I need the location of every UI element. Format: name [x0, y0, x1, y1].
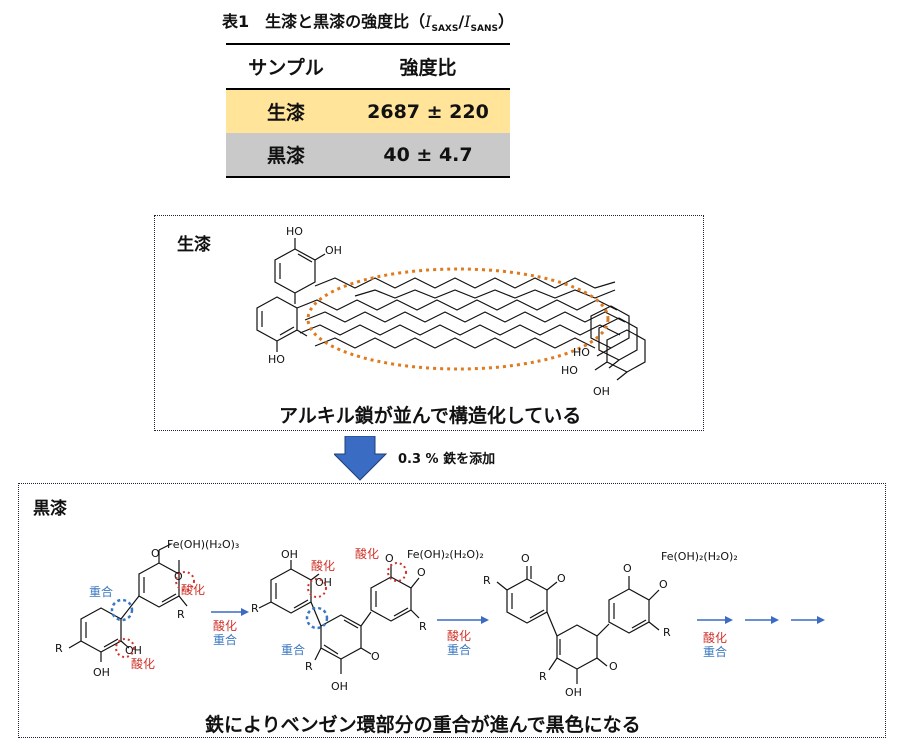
sample-cell: 黒漆: [226, 133, 346, 178]
polymerize-label: 重合: [281, 642, 305, 657]
o-label: O: [609, 660, 618, 673]
polymerization-marker: [110, 598, 134, 622]
oxidize-label: 酸化: [311, 558, 335, 573]
raw-lacquer-title: 生漆: [177, 235, 211, 255]
oxidize-label: 酸化: [355, 546, 379, 561]
o-label: O: [521, 552, 530, 565]
arrowhead-icon: [241, 608, 249, 616]
r-label: R: [539, 670, 547, 683]
molecule-3: [496, 566, 660, 684]
down-arrow-icon: [334, 436, 388, 481]
oh-label: OH: [331, 680, 348, 693]
raw-lacquer-caption: アルキル鎖が並んで構造化している: [279, 405, 582, 427]
arrowhead-icon: [481, 616, 489, 624]
ho-label: HO: [561, 364, 578, 377]
ho-label: HO: [286, 225, 303, 238]
polymerize-label: 重合: [447, 642, 471, 657]
iron-addition-label: 0.3 % 鉄を添加: [398, 452, 496, 467]
ratio-cell: 40 ± 4.7: [346, 133, 510, 178]
fe-complex-label: Fe(OH)₂(H₂O)₂: [407, 548, 484, 561]
oxidize-label: 酸化: [131, 656, 155, 671]
oh-label: OH: [593, 385, 610, 398]
oxidation-marker: [307, 578, 327, 598]
oxidize-label: 酸化: [447, 628, 471, 643]
oxidize-label: 酸化: [703, 630, 727, 645]
polymerization-scheme: Fe(OH)(H₂O)₃ O O R R OH OH 重合 酸化 酸化 酸化 重…: [55, 538, 825, 699]
o-label: O: [371, 650, 380, 663]
oxidation-marker: [387, 562, 407, 582]
r-label: R: [177, 608, 185, 621]
oxidize-label: 酸化: [181, 582, 205, 597]
black-lacquer-caption: 鉄によりベンゼン環部分の重合が進んで黒色になる: [205, 714, 641, 736]
table-caption: 表1 生漆と黒漆の強度比（ISAXS/ISANS）: [222, 12, 514, 35]
oh-label: OH: [565, 686, 582, 699]
oxidation-marker: [175, 571, 195, 591]
benzene-ring: [590, 305, 630, 349]
oxidation-marker: [115, 638, 135, 658]
r-label: R: [55, 642, 63, 655]
o-label: O: [385, 552, 394, 565]
polymerize-label: 重合: [89, 584, 113, 599]
polymerization-marker: [305, 606, 329, 630]
oh-label: OH: [315, 576, 332, 589]
o-label: O: [151, 547, 160, 560]
raw-lacquer-panel: 生漆 HO OH HO: [154, 215, 704, 431]
molecule-1: [68, 543, 188, 662]
table-row: 黒漆 40 ± 4.7: [226, 133, 510, 178]
header-sample: サンプル: [226, 43, 346, 90]
arrowhead-icon: [817, 616, 825, 624]
molecule-2: [258, 560, 420, 674]
oxidize-label: 酸化: [213, 618, 237, 633]
o-label: O: [623, 562, 632, 575]
header-ratio: 強度比: [346, 43, 510, 90]
o-label: O: [659, 578, 668, 591]
black-lacquer-title: 黒漆: [33, 499, 67, 519]
polymerize-label: 重合: [213, 632, 237, 647]
arrowhead-icon: [725, 616, 733, 624]
fe-complex-label: Fe(OH)₂(H₂O)₂: [661, 550, 738, 563]
r-label: R: [305, 660, 313, 673]
benzene-ring: [274, 248, 316, 294]
benzene-ring: [256, 296, 298, 342]
arrowhead-icon: [771, 616, 779, 624]
black-lacquer-panel: 黒漆 Fe(OH)(H₂O)₃ O O R R OH OH 重合 酸化 酸化 酸…: [18, 483, 886, 738]
oh-label: OH: [125, 644, 142, 657]
alignment-ellipse: [306, 267, 610, 371]
o-label: O: [557, 572, 566, 585]
r-label: R: [663, 626, 671, 639]
table-header-row: サンプル 強度比: [226, 43, 510, 90]
oh-label: OH: [93, 666, 110, 679]
o-label: O: [417, 566, 426, 579]
alkyl-chain-structure: HO OH HO HO HO OH: [256, 225, 646, 398]
ratio-cell: 2687 ± 220: [346, 89, 510, 133]
table-row: 生漆 2687 ± 220: [226, 89, 510, 133]
polymerize-label: 重合: [703, 644, 727, 659]
r-label: R: [251, 602, 259, 615]
r-label: R: [483, 574, 491, 587]
ho-label: HO: [268, 353, 285, 366]
oh-label: OH: [281, 548, 298, 561]
intensity-ratio-table: サンプル 強度比 生漆 2687 ± 220 黒漆 40 ± 4.7: [226, 43, 510, 178]
ho-label: HO: [573, 346, 590, 359]
sample-cell: 生漆: [226, 89, 346, 133]
r-label: R: [419, 620, 427, 633]
o-label: O: [174, 570, 183, 583]
fe-complex-label: Fe(OH)(H₂O)₃: [167, 538, 239, 551]
oh-label: OH: [325, 244, 342, 257]
benzene-ring: [598, 317, 638, 361]
